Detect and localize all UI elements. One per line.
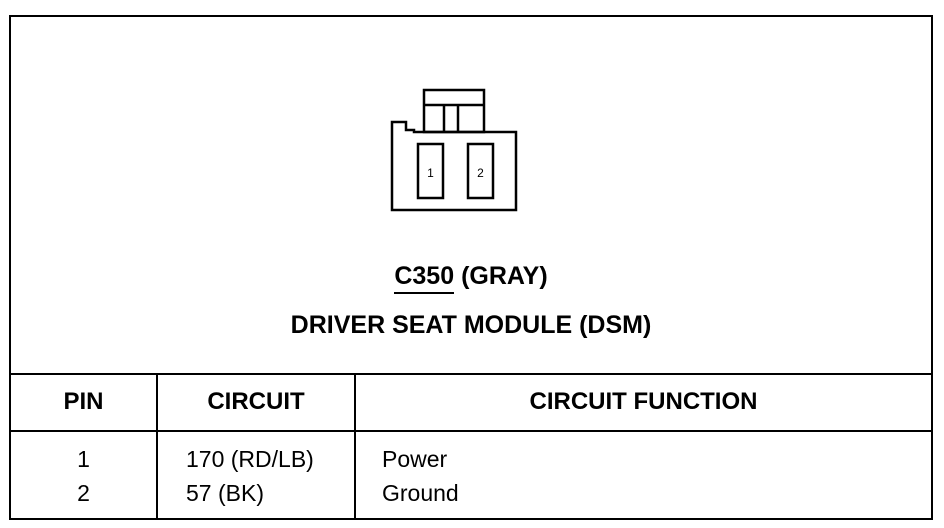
table-top-border bbox=[11, 373, 931, 375]
header-pin: PIN bbox=[63, 388, 104, 415]
connector-body bbox=[390, 120, 518, 212]
connector-title: C350 (GRAY) bbox=[9, 262, 933, 294]
column-divider-2 bbox=[354, 374, 356, 520]
table-header-divider bbox=[11, 430, 931, 432]
connector-color: (GRAY) bbox=[461, 262, 548, 290]
pin-cavity-1 bbox=[416, 142, 445, 200]
header-circuit: CIRCUIT bbox=[207, 388, 305, 415]
row-1-circuit: 170 (RD/LB) bbox=[186, 446, 314, 472]
pin-cavity-2 bbox=[466, 142, 495, 200]
pin-label-2: 2 bbox=[477, 166, 484, 180]
connector-face-icon: 1 2 bbox=[390, 88, 518, 212]
connector-name: DRIVER SEAT MODULE (DSM) bbox=[290, 311, 652, 339]
column-divider-1 bbox=[156, 374, 158, 520]
connector-latch bbox=[422, 88, 486, 134]
row-1-function: Power bbox=[382, 446, 448, 472]
diagram-frame bbox=[9, 15, 933, 520]
pin-label-1: 1 bbox=[427, 166, 434, 180]
header-circuit-function: CIRCUIT FUNCTION bbox=[529, 388, 758, 415]
row-2-function: Ground bbox=[382, 480, 459, 506]
row-1-pin: 1 bbox=[77, 446, 90, 472]
row-2-circuit: 57 (BK) bbox=[186, 480, 264, 506]
row-2-pin: 2 bbox=[77, 480, 90, 506]
connector-code: C350 bbox=[394, 262, 455, 294]
